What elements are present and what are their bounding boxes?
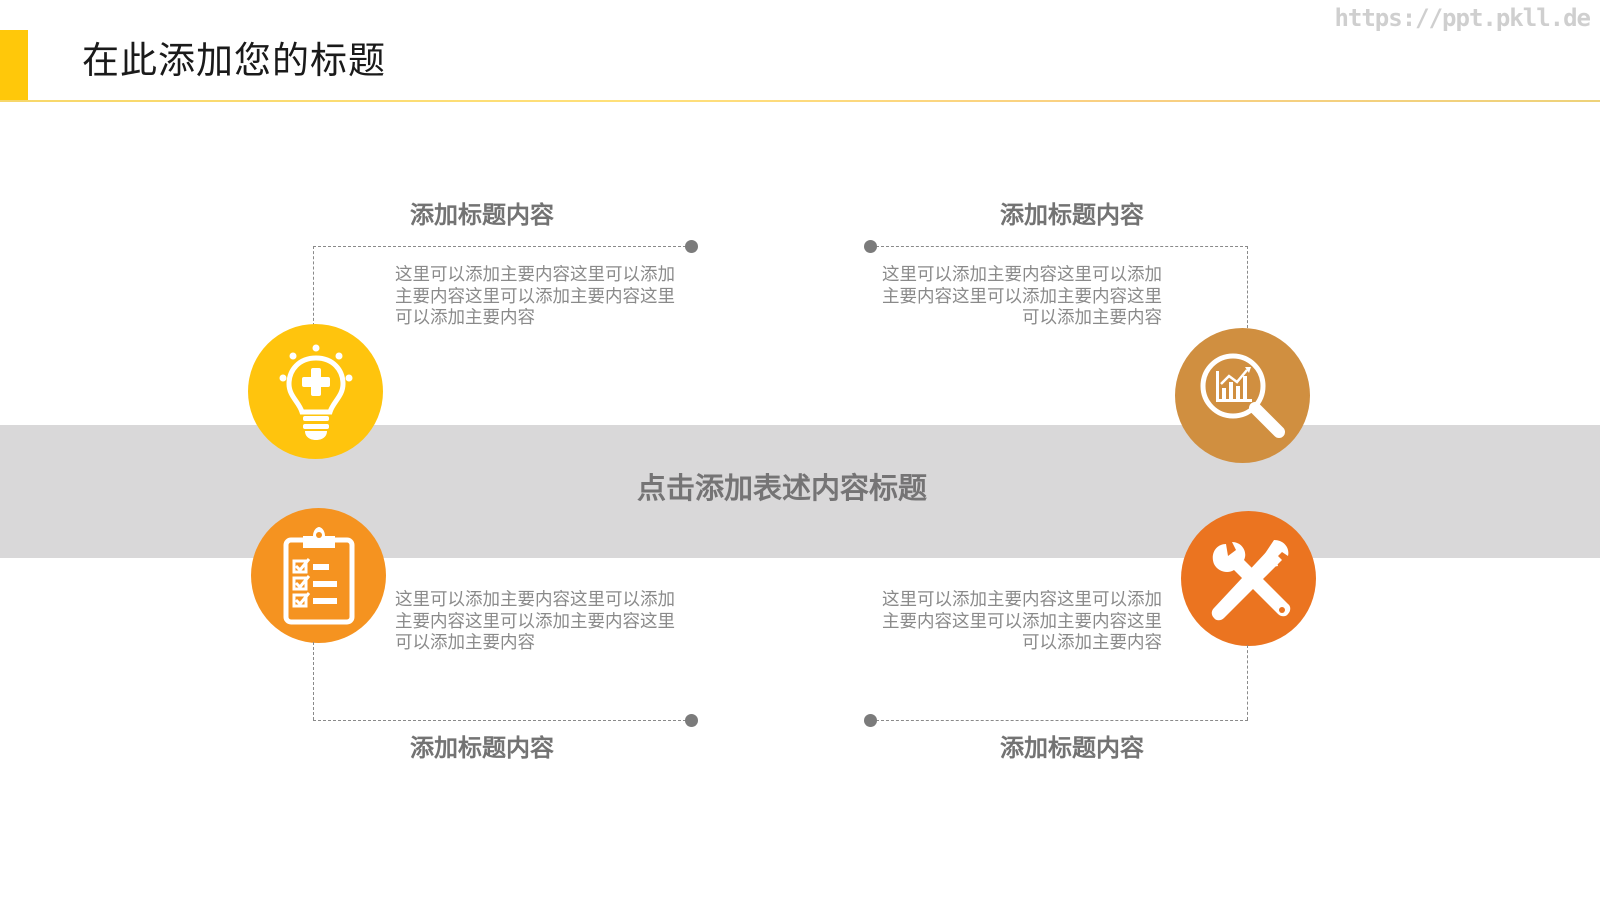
connector-dot xyxy=(685,240,698,253)
connector-dot xyxy=(864,240,877,253)
title-accent-bar xyxy=(0,30,28,101)
connector-dot xyxy=(864,714,877,727)
connector-line xyxy=(876,246,1248,247)
section-title-bottom-right: 添加标题内容 xyxy=(1000,734,1144,762)
section-body-bottom-right: 这里可以添加主要内容这里可以添加主要内容这里可以添加主要内容这里可以添加主要内容 xyxy=(882,590,1162,653)
lightbulb-plus-icon xyxy=(279,344,352,440)
connector-line xyxy=(313,642,314,720)
center-band-title: 点击添加表述内容标题 xyxy=(636,470,927,505)
connector-line xyxy=(313,246,314,326)
section-title-top-left: 添加标题内容 xyxy=(410,201,554,229)
section-title-top-right: 添加标题内容 xyxy=(1000,201,1144,229)
section-title-bottom-left: 添加标题内容 xyxy=(410,734,554,762)
lightbulb-circle xyxy=(248,324,383,459)
clipboard-checklist-icon xyxy=(283,526,354,624)
connector-line xyxy=(313,246,691,247)
connector-line xyxy=(1247,246,1248,328)
connector-line xyxy=(1247,645,1248,720)
magnifier-chart-icon xyxy=(1200,353,1285,438)
header-divider xyxy=(0,100,1600,102)
clipboard-circle xyxy=(251,508,386,643)
wrench-screwdriver-icon xyxy=(1211,539,1290,620)
connector-line xyxy=(313,720,691,721)
connector-line xyxy=(876,720,1248,721)
watermark: https://ppt.pkll.de xyxy=(1334,4,1591,32)
tools-circle xyxy=(1181,511,1316,646)
magnifier-circle xyxy=(1175,328,1310,463)
center-band-title-wrap: 点击添加表述内容标题 xyxy=(0,425,1600,558)
section-body-bottom-left: 这里可以添加主要内容这里可以添加主要内容这里可以添加主要内容这里可以添加主要内容 xyxy=(395,590,675,653)
connector-dot xyxy=(685,714,698,727)
section-body-top-left: 这里可以添加主要内容这里可以添加主要内容这里可以添加主要内容这里可以添加主要内容 xyxy=(395,265,675,328)
page-title: 在此添加您的标题 xyxy=(82,39,386,82)
section-body-top-right: 这里可以添加主要内容这里可以添加主要内容这里可以添加主要内容这里可以添加主要内容 xyxy=(882,265,1162,328)
